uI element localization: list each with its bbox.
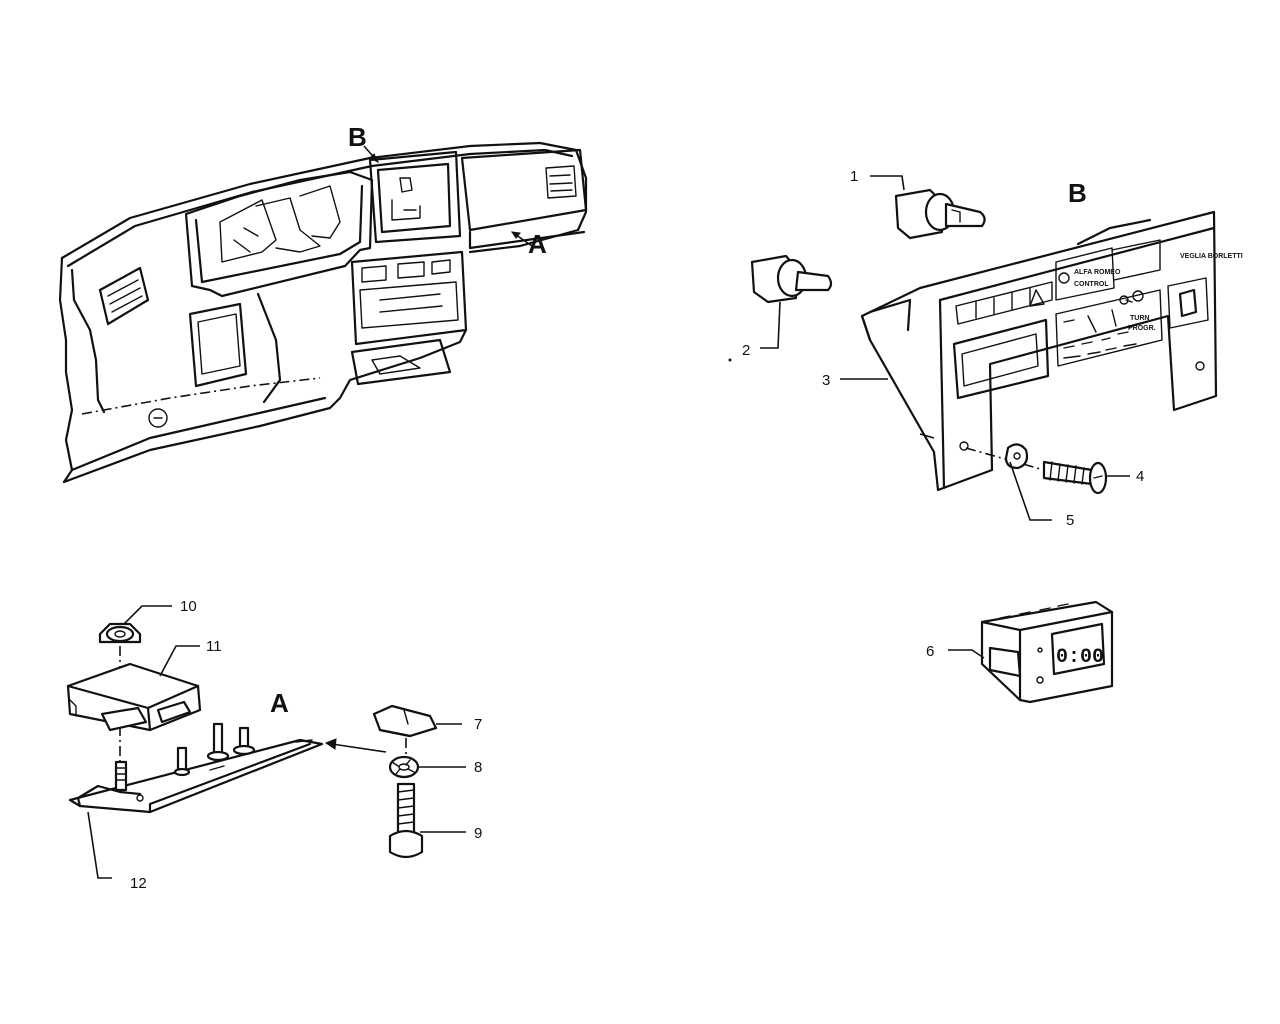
callout-line-5 [1009,461,1052,521]
callout-4: 4 [1136,468,1144,485]
callout-7: 7 [474,716,482,733]
callout-12: 12 [130,875,147,892]
callout-line-1 [870,175,905,191]
clock-display: 0:00 [1056,646,1104,669]
callout-line-12 [87,811,112,879]
callout-1: 1 [850,168,858,185]
screw-4 [1042,460,1108,495]
assembly-arrow-head [324,738,337,750]
panel-program-text: PROGR. [1128,325,1156,332]
callout-line-10 [123,605,172,625]
dashboard-overview [58,141,588,484]
view-label-b: B [1068,178,1087,208]
view-label-b-overview: B [348,122,367,152]
callout-2: 2 [742,342,750,359]
callout-3: 3 [822,372,830,389]
callout-11: 11 [206,638,222,655]
switch-2 [750,254,833,304]
callout-9: 9 [474,825,482,842]
stray-dot [728,358,732,362]
panel-brand-text: ALFA ROMEO [1074,269,1121,276]
panel-turn-text: TURN [1130,315,1149,322]
switch-1 [894,188,986,240]
callout-line-2 [760,301,781,349]
control-unit-11 [66,662,202,732]
washer-5 [1004,443,1029,470]
view-label-a-overview: A [528,229,547,259]
bracket-12 [68,722,324,814]
panel-right-text: VEGLIA BORLETTI [1180,253,1243,260]
callout-5: 5 [1066,512,1074,529]
view-label-a: A [270,688,289,718]
bolt-9 [388,782,424,859]
assembly-arrow [331,743,387,753]
callout-8: 8 [474,759,482,776]
callout-10: 10 [180,598,197,615]
nut-10 [98,622,142,644]
panel-control-text: CONTROL [1074,281,1109,288]
switch-panel-3 [860,210,1218,492]
digital-clock-6 [980,600,1114,704]
callout-line-11 [159,645,200,677]
panel-edge-tick [919,433,935,439]
lock-washer-8 [388,755,420,779]
callout-line-6 [948,649,985,659]
callout-6: 6 [926,643,934,660]
clip-7 [372,704,438,738]
